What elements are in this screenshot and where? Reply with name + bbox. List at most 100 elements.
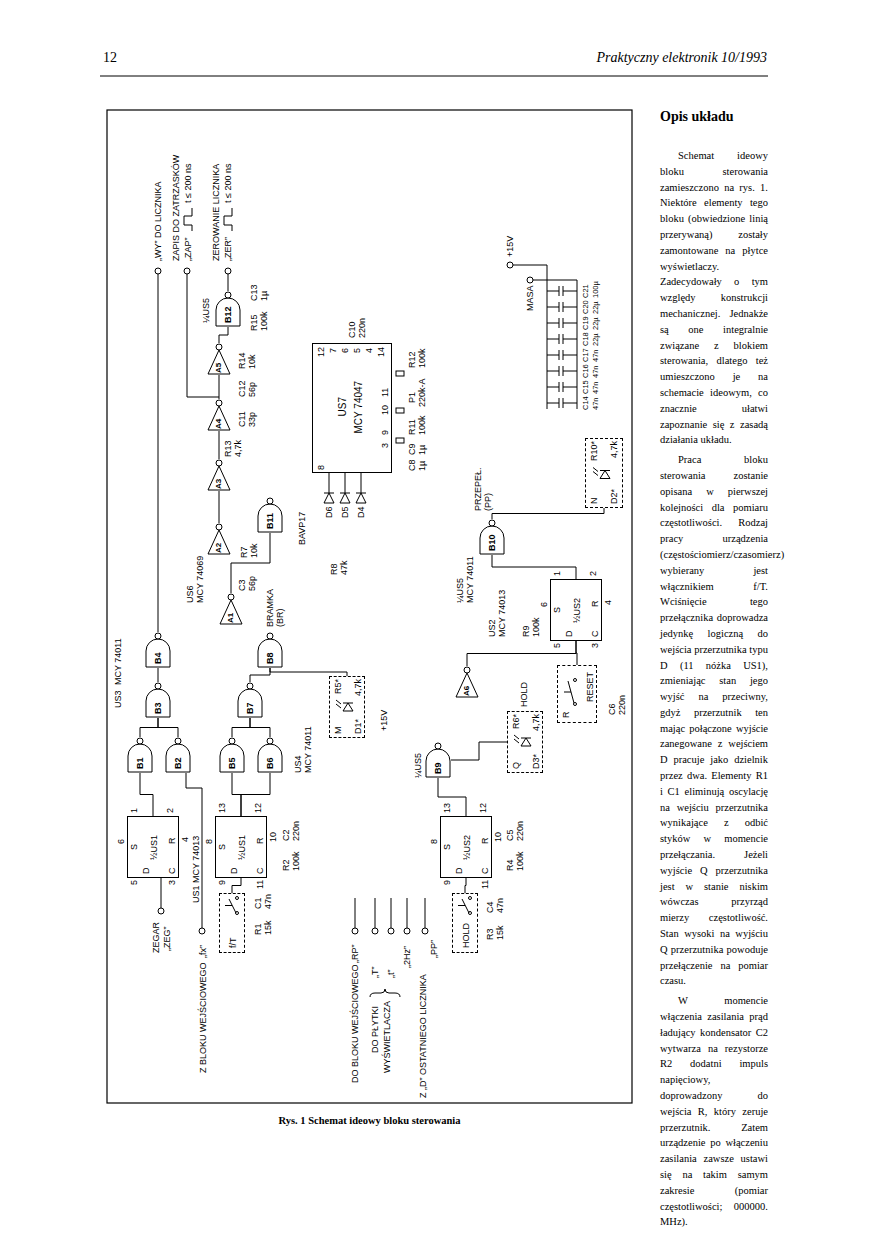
schematic-label: MCY 74069 — [195, 556, 205, 603]
schematic-label: 56p — [247, 576, 257, 591]
schematic-label: US1 MCY 74013 — [191, 836, 201, 903]
schematic-label: Z BLOKU WEJŚCIOWEGO — [198, 962, 208, 1073]
schematic-label: D6 — [324, 506, 334, 518]
schematic-label: 100k — [417, 415, 427, 435]
wire — [547, 398, 577, 408]
schematic-label: R15 — [249, 314, 259, 331]
wire-connector — [438, 778, 466, 816]
node-label: ½US2 — [462, 835, 472, 860]
schematic-label: PRZEPEŁ. — [473, 467, 483, 511]
schematic-label: R2 — [281, 859, 291, 871]
pin-number: 3 — [380, 443, 390, 448]
nand-gate: B8 — [257, 632, 283, 668]
schematic-label: 56p — [247, 382, 257, 397]
schematic-label: 220n — [617, 695, 627, 715]
schematic-label: 1µ — [417, 461, 427, 471]
inv-outline — [208, 344, 230, 374]
led-box: QD3*R6*4,7k — [507, 711, 543, 773]
switch-box: RRESET — [557, 665, 597, 723]
schematic-label: „2Hz” — [402, 946, 412, 968]
wire-connector — [219, 327, 228, 343]
schematic-label: C20 — [581, 300, 590, 314]
pin-number: 2 — [165, 808, 175, 813]
terminal-symbol — [388, 928, 394, 934]
wire-connector — [232, 878, 241, 893]
node-label: f/T — [228, 938, 238, 949]
terminal-symbol — [527, 277, 533, 283]
schematic-label: R12 — [407, 351, 417, 368]
wire — [155, 208, 577, 997]
schematic-label: DO PŁYTKI — [370, 1006, 380, 1053]
schematic-label: 15k — [495, 925, 505, 940]
led-box: MD1*R5*4,7k — [329, 676, 365, 738]
led-outline — [336, 700, 353, 711]
schematic-label: t ≤ 200 ns — [223, 164, 233, 203]
schematic-label: 47k — [339, 560, 349, 575]
wire-connector — [232, 773, 241, 816]
node-label: C — [255, 868, 265, 875]
schematic-label: 10k — [247, 354, 257, 369]
schematic-label: „RP” — [350, 945, 360, 964]
wire-connector — [270, 668, 347, 676]
nand-gate: B12 — [215, 291, 241, 327]
terminal-symbol — [184, 268, 190, 274]
wire — [547, 318, 577, 328]
running-header: Praktyczny elektronik 10/1993 — [596, 50, 767, 66]
schematic-label: R9 — [521, 625, 531, 637]
wire — [324, 473, 334, 503]
schematic-label: ZAPIS DO ZATRZASKÓW — [171, 155, 181, 261]
node-label: Q — [511, 762, 521, 769]
inverter-gate: A1 — [219, 593, 243, 625]
schematic-label: C21 — [581, 284, 590, 298]
schematic-label: 47n — [591, 381, 600, 394]
node-label: A2 — [214, 543, 224, 553]
wire-connector — [158, 718, 178, 737]
inverter-gate: A6 — [455, 666, 479, 698]
schematic-label: C2 — [281, 829, 291, 841]
node-label: B3 — [153, 702, 163, 714]
schematic-label: MCY 74013 — [497, 590, 507, 637]
schematic-label: 15k — [263, 920, 273, 935]
schematic-label: 47n — [591, 365, 600, 378]
sw-outline — [458, 897, 472, 915]
wire — [396, 371, 404, 376]
schematic-label: Z „D” OSTATNIEGO LICZNIKA — [418, 974, 428, 1098]
schematic-label: 220n — [357, 318, 367, 338]
schematic-label: 22µ — [591, 317, 600, 330]
terminal-symbol — [155, 268, 161, 274]
schematic-label: DO BLOKU WEJŚCIOWEGO — [350, 964, 360, 1083]
node-label: A1 — [226, 613, 236, 623]
schematic-label: C10 — [347, 321, 357, 338]
nand-gate: B10 — [479, 519, 505, 555]
switch-box: f/T — [219, 893, 245, 953]
wire — [161, 878, 162, 908]
node-label: R5* — [333, 679, 343, 694]
node-label: C — [590, 631, 600, 638]
inv-outline — [208, 400, 230, 430]
node-label: A6 — [462, 686, 472, 696]
wire — [513, 265, 547, 266]
terminal-symbol — [199, 928, 205, 934]
wire — [340, 473, 350, 503]
schematic-label: R3 — [485, 928, 495, 940]
pin-number: 4 — [364, 348, 374, 353]
schematic-label: ¼US5 — [413, 753, 423, 778]
node-label: C — [480, 868, 490, 875]
schematic-label: C18 — [581, 332, 590, 346]
schematic-label: C11 — [237, 411, 247, 427]
node-label: C — [167, 868, 177, 875]
wire — [187, 274, 219, 397]
schematic-label: MASA — [525, 285, 535, 311]
node-label: D — [229, 868, 239, 875]
schematic-label: C9 — [407, 443, 417, 455]
schematic-label: C3 — [237, 579, 247, 591]
wire — [107, 110, 632, 1103]
schematic-label: C15 — [581, 380, 590, 394]
node-label: R — [255, 838, 265, 845]
wire — [355, 898, 425, 928]
schematic-label: US2 — [487, 619, 497, 637]
wire-connector — [219, 431, 220, 459]
node-label: B2 — [173, 757, 183, 769]
wire — [228, 274, 229, 291]
schematic-label: 100k — [531, 617, 541, 637]
